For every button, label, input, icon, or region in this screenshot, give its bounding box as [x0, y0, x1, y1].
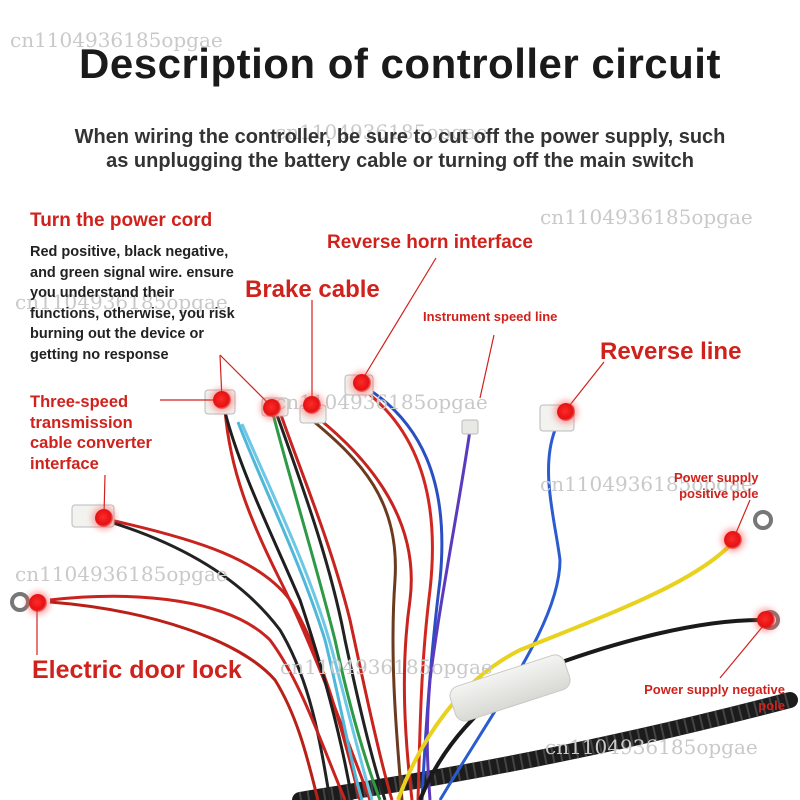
terminal-door-lock	[10, 592, 30, 612]
label-line: positive pole	[679, 486, 759, 501]
label-line: Power supply	[674, 470, 759, 485]
label-line: Power supply negative	[644, 682, 785, 697]
watermark: cn1104936185opgae	[280, 655, 493, 679]
wire-blue-reverse	[438, 429, 562, 800]
label-power-positive: Power supply positive pole	[674, 470, 759, 502]
wire-purple	[425, 429, 472, 800]
watermark: cn1104936185opgae	[545, 735, 758, 759]
leader-three-speed-2	[103, 474, 106, 516]
leader-reverse-horn	[361, 257, 437, 381]
terminal-positive	[753, 510, 773, 530]
note-line: burning out the device or	[30, 326, 205, 342]
wire-red-5	[278, 411, 394, 800]
watermark: cn1104936185opgae	[275, 120, 488, 144]
label-instrument-speed: Instrument speed line	[423, 309, 558, 324]
marker-dot-positive	[724, 531, 742, 549]
wire-black-1	[109, 520, 332, 800]
marker-dot-brake-1	[263, 399, 281, 417]
watermark: cn1104936185opgae	[15, 290, 228, 314]
wire-yellow	[396, 538, 737, 800]
marker-dot-three-speed	[95, 509, 113, 527]
wire-red-2	[49, 594, 347, 800]
wire-black-3	[274, 411, 387, 800]
leader-reverse	[565, 361, 605, 411]
label-line: Three-speed	[30, 393, 129, 411]
wire-red-3	[49, 600, 320, 800]
label-reverse-horn: Reverse horn interface	[327, 232, 533, 253]
connector-speed	[461, 419, 479, 435]
label-line: transmission	[30, 413, 133, 432]
leader-speed	[479, 334, 495, 399]
label-reverse-line: Reverse line	[600, 338, 742, 365]
note-line: functions, otherwise, you risk	[30, 305, 235, 322]
power-cord-note: Red positive, black negative, and green …	[30, 242, 235, 365]
label-brake-cable: Brake cable	[245, 276, 380, 303]
wire-brown	[311, 418, 404, 800]
fuse-holder	[449, 654, 571, 722]
label-power-cord: Turn the power cord	[30, 210, 213, 231]
wire-red-7	[359, 385, 434, 800]
wire-green	[270, 409, 382, 800]
label-power-negative: Power supply negative pole	[615, 682, 785, 714]
label-three-speed: Three-speed transmission cable converter…	[30, 392, 152, 474]
marker-dot-brake-2	[303, 396, 321, 414]
marker-dot-power-cord	[213, 391, 231, 409]
wire-cyan-2	[240, 423, 374, 800]
marker-dot-reverse	[557, 403, 575, 421]
watermark: cn1104936185opgae	[10, 28, 223, 52]
marker-dot-negative	[757, 611, 775, 629]
label-door-lock: Electric door lock	[32, 656, 242, 684]
note-line: and green signal wire. ensure	[30, 264, 234, 281]
wire-red-6	[317, 416, 414, 800]
page-title: Description of controller circuit	[79, 40, 721, 87]
warning-line-1: When wiring the controller, be sure to c…	[74, 126, 726, 148]
marker-dot-reverse-horn	[353, 374, 371, 392]
watermark: cn1104936185opgae	[540, 472, 753, 496]
label-line: cable converter	[30, 434, 152, 452]
note-line: you understand their	[30, 285, 175, 301]
wire-cyan-1	[236, 421, 364, 800]
watermark: cn1104936185opgae	[15, 562, 228, 586]
note-line: Red positive, black negative,	[30, 244, 229, 260]
wire-black-2	[223, 411, 354, 800]
marker-dot-door-lock	[29, 594, 47, 612]
watermark: cn1104936185opgae	[540, 205, 753, 229]
warning-line-2: as unplugging the battery cable or turni…	[106, 150, 694, 172]
label-line: pole	[758, 698, 785, 713]
leader-negative	[719, 619, 769, 679]
label-line: interface	[30, 454, 99, 473]
leader-power-cord-2	[219, 354, 271, 406]
wire-red-4	[223, 409, 372, 800]
wire-blue	[361, 383, 444, 800]
note-line: getting no response	[30, 346, 169, 363]
